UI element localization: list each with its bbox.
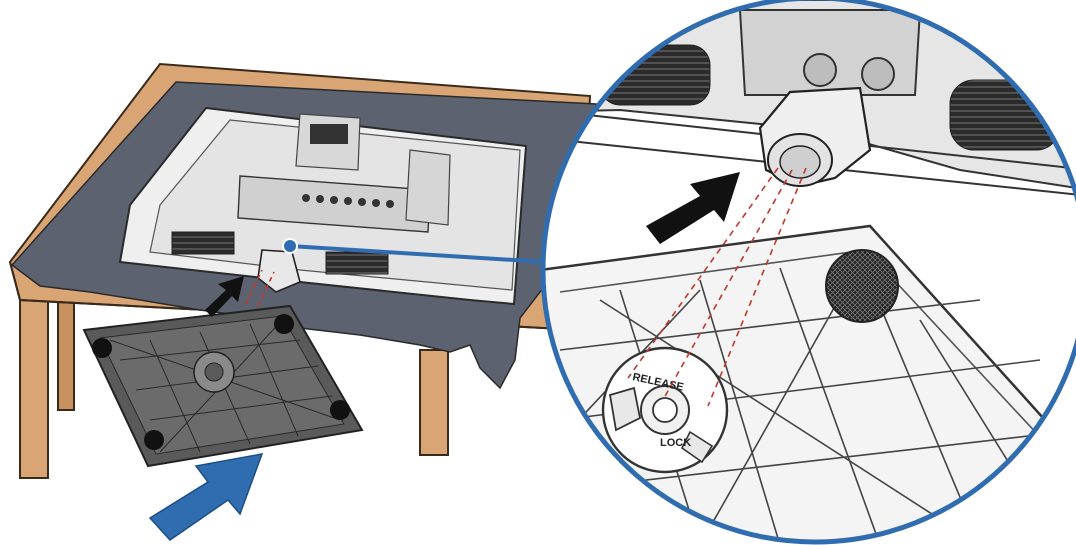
zoom-foot-pad xyxy=(825,249,899,323)
table-leg-front-right xyxy=(419,349,449,456)
arrow-up-right-icon xyxy=(205,276,244,317)
zoom-vent-right xyxy=(949,79,1061,151)
stand-feet xyxy=(92,314,350,450)
io-ports xyxy=(302,194,394,208)
right-vent xyxy=(325,251,389,275)
arrow-up-right-icon xyxy=(646,172,740,244)
insertion-guide-zoom xyxy=(627,167,807,407)
arrow-up-right-icon xyxy=(148,453,264,541)
left-vent xyxy=(171,231,235,255)
lock-release-dial xyxy=(601,346,729,474)
zoom-callout-line xyxy=(282,238,546,264)
stand-base xyxy=(82,304,364,468)
insertion-guide-small xyxy=(245,269,275,307)
foot-pad xyxy=(274,314,294,334)
side-panel xyxy=(405,149,451,226)
lock-label: LOCK xyxy=(660,437,691,449)
zoom-ring xyxy=(540,0,1076,545)
zoom-detail-view: RELEASE LOCK xyxy=(540,0,1076,545)
table-leg-back-left xyxy=(57,299,75,411)
vesa-plate xyxy=(310,124,348,144)
table-leg-front-left xyxy=(19,299,49,479)
foot-pad xyxy=(330,400,350,420)
foot-pad xyxy=(92,338,112,358)
foot-pad xyxy=(144,430,164,450)
zoom-vent-left xyxy=(599,44,711,106)
